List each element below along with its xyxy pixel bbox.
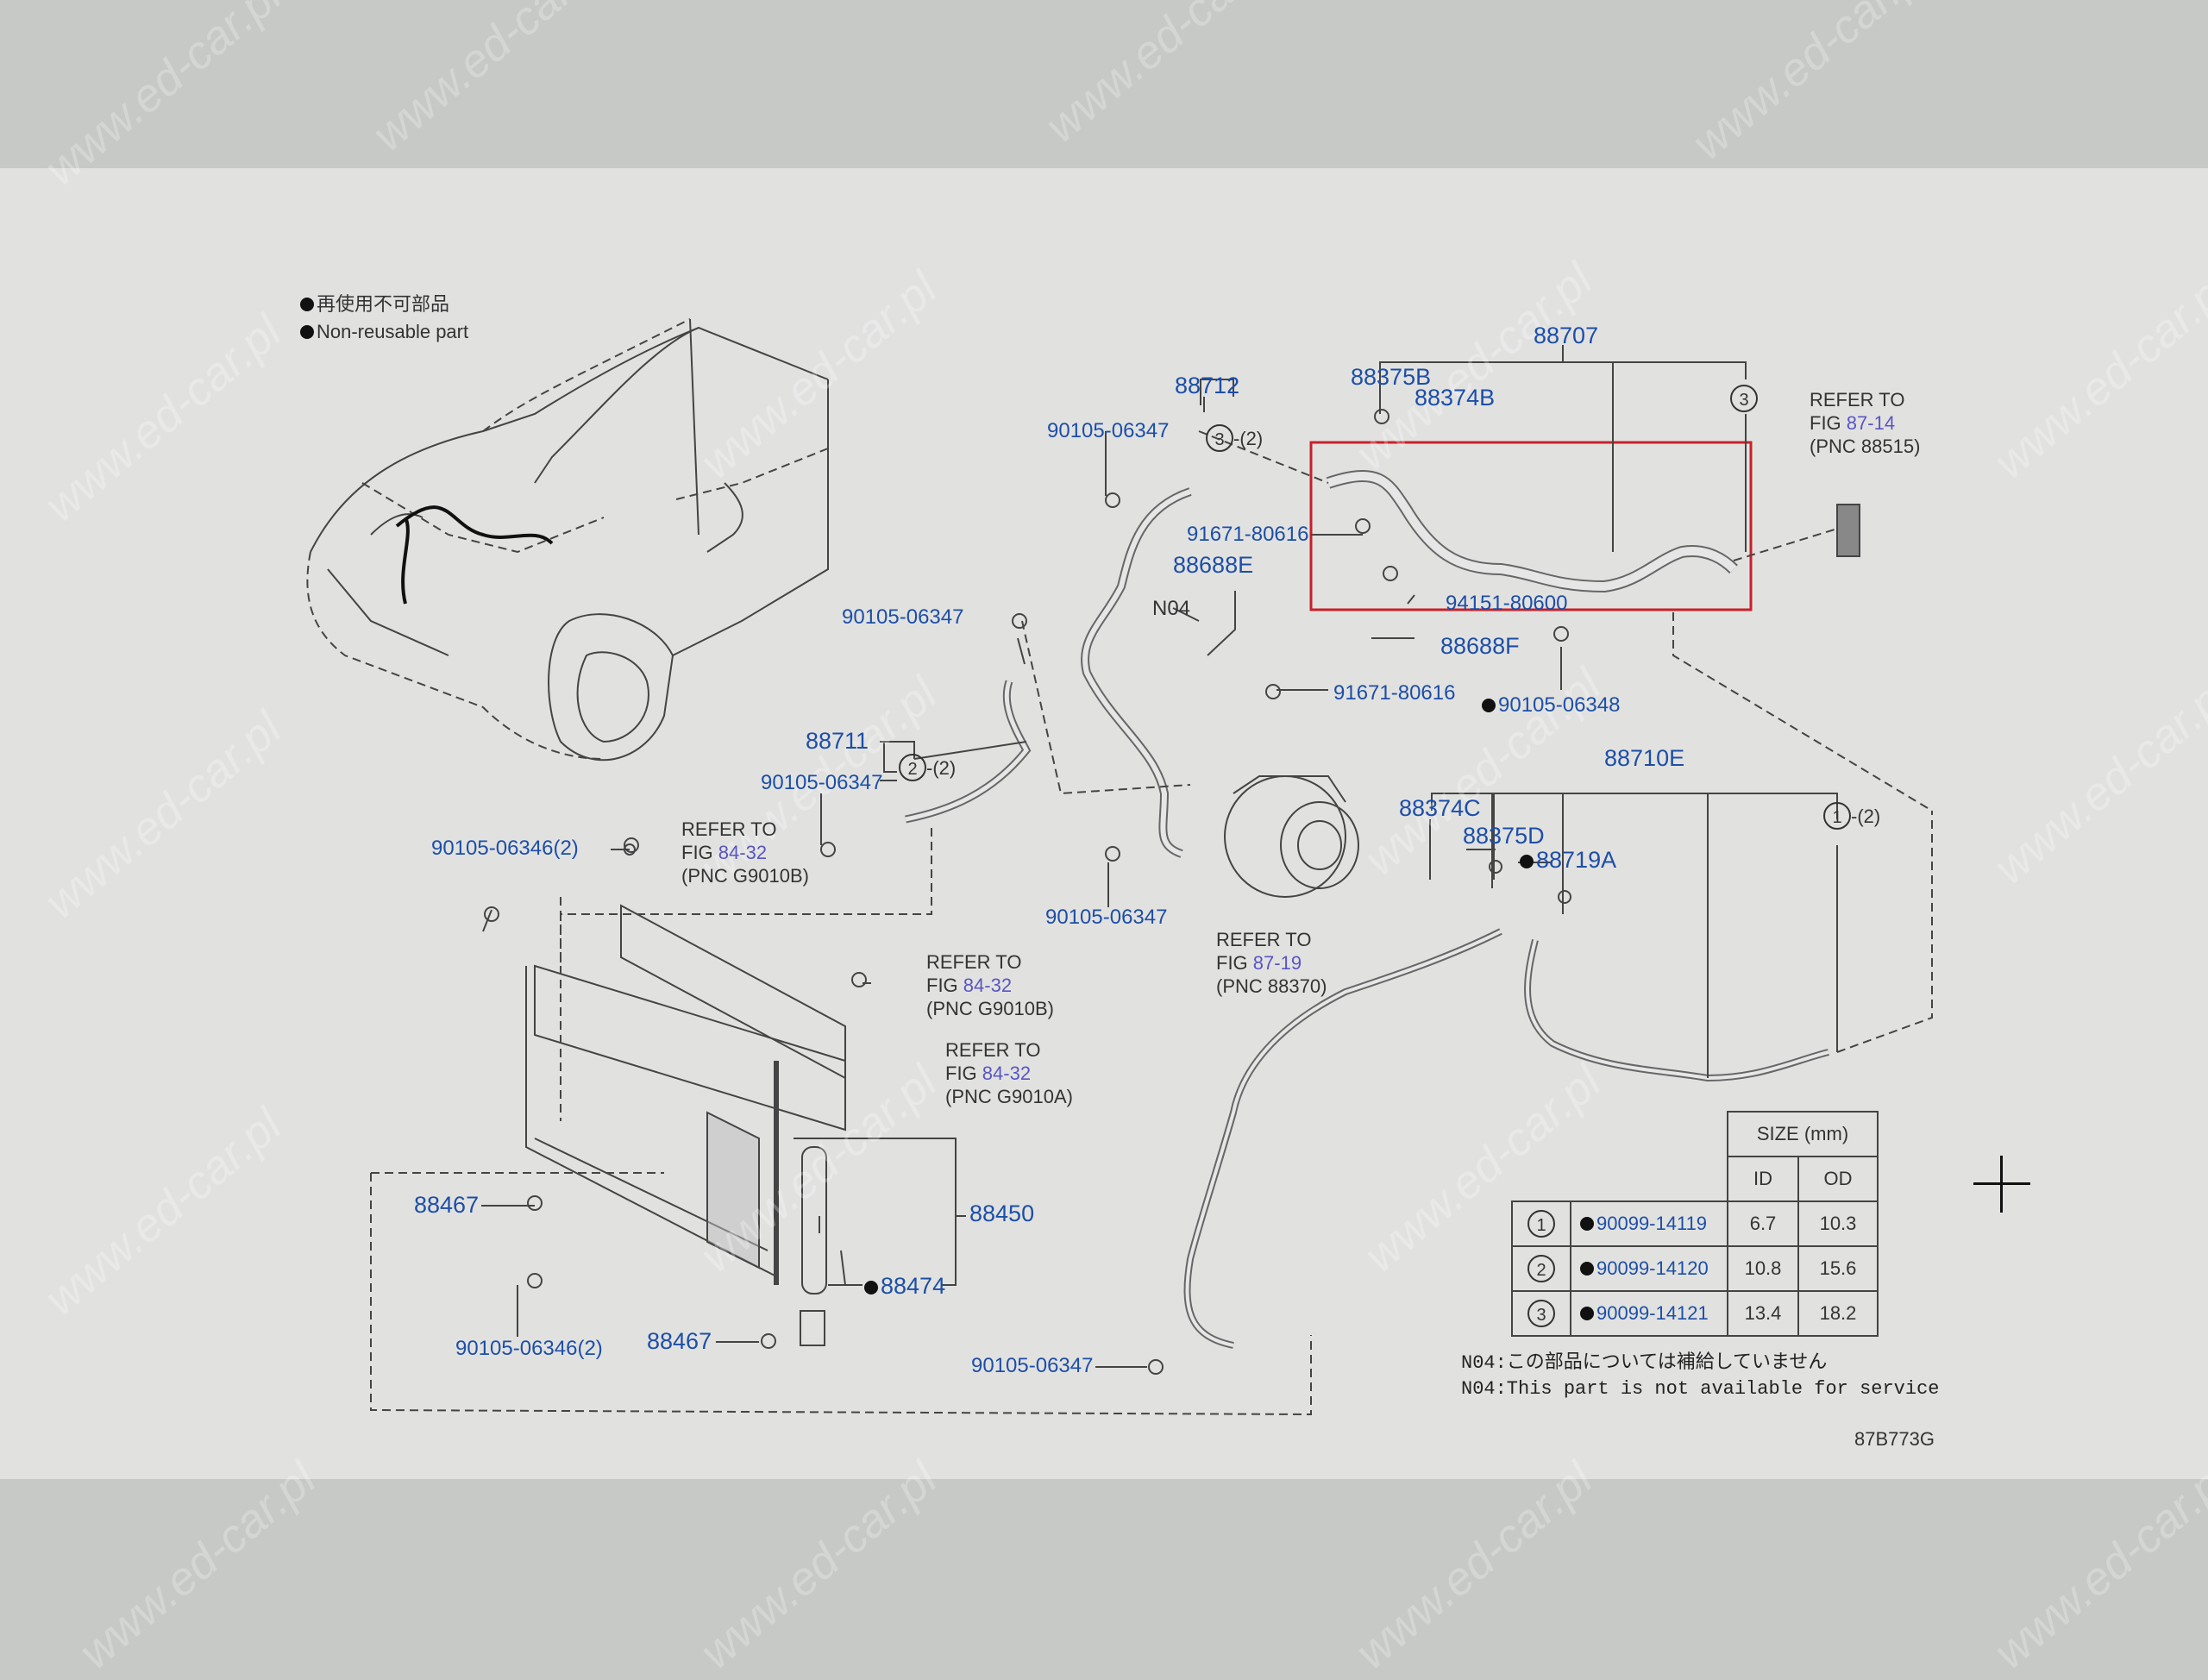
part-88711[interactable]: 88711 <box>806 728 869 754</box>
non-reusable-dot-icon <box>1580 1262 1594 1276</box>
part-91671-80616-b[interactable]: 91671-80616 <box>1333 681 1456 705</box>
part-90105-06347-e[interactable]: 90105-06347 <box>971 1354 1094 1377</box>
refer-to-fig-84-32[interactable]: REFER TO FIG 84-32 (PNC G9010B) <box>681 818 809 887</box>
crosshair-cursor-icon <box>1973 1156 2030 1213</box>
part-88467[interactable]: 88467 <box>414 1192 480 1218</box>
part-88374b[interactable]: 88374B <box>1414 385 1496 411</box>
outer-diameter: 10.3 <box>1797 1200 1879 1247</box>
non-reusable-dot-icon <box>864 1281 878 1294</box>
non-reusable-dot-icon <box>1580 1307 1594 1320</box>
table-row: 1 90099-14119 6.7 10.3 <box>1511 1200 1879 1247</box>
non-reusable-dot-icon <box>1520 855 1534 868</box>
o-ring-ref-2-qty: 2-(2) <box>899 754 956 781</box>
part-88474[interactable]: 88474 <box>864 1275 945 1298</box>
part-90105-06347-b[interactable]: 90105-06347 <box>842 605 964 629</box>
legend-jp: 再使用不可部品 <box>300 295 449 314</box>
o-ring-ref-3: 3 <box>1730 385 1758 412</box>
part-88688f[interactable]: 88688F <box>1440 633 1520 659</box>
ref-circle: 3 <box>1527 1300 1555 1327</box>
non-reusable-dot-icon <box>300 325 314 339</box>
part-90105-06347-c[interactable]: 90105-06347 <box>761 771 883 794</box>
refer-to-fig-84-32-b[interactable]: REFER TO FIG 84-32 (PNC G9010B) <box>926 951 1054 1019</box>
part-88688e[interactable]: 88688E <box>1173 552 1254 578</box>
note-n04-en: N04:This part is not available for servi… <box>1461 1378 1940 1400</box>
table-row: 3 90099-14121 13.4 18.2 <box>1511 1290 1879 1337</box>
o-ring-ref-3-qty: 3-(2) <box>1206 424 1263 452</box>
refer-to-fig-84-32-c[interactable]: REFER TO FIG 84-32 (PNC G9010A) <box>945 1039 1073 1107</box>
o-ring-part-number[interactable]: 90099-14119 <box>1570 1200 1728 1247</box>
refer-to-fig-87-19[interactable]: REFER TO FIG 87-19 (PNC 88370) <box>1216 929 1327 997</box>
part-n04: N04 <box>1152 597 1191 620</box>
part-90105-06346-b[interactable]: 90105-06346(2) <box>455 1337 603 1360</box>
part-90105-06347[interactable]: 90105-06347 <box>1047 419 1170 442</box>
part-88710e[interactable]: 88710E <box>1604 745 1685 771</box>
part-88374c[interactable]: 88374C <box>1399 795 1481 821</box>
part-88712[interactable]: 88712 <box>1175 373 1240 398</box>
o-ring-ref-1-qty: 1-(2) <box>1823 802 1880 830</box>
col-od: OD <box>1797 1156 1879 1202</box>
legend-en: Non-reusable part <box>300 323 468 342</box>
part-88375b[interactable]: 88375B <box>1351 364 1432 390</box>
non-reusable-dot-icon <box>1482 699 1496 712</box>
o-ring-part-number[interactable]: 90099-14121 <box>1570 1290 1728 1337</box>
col-id: ID <box>1727 1156 1799 1202</box>
ref-circle: 1 <box>1527 1210 1555 1238</box>
part-88450[interactable]: 88450 <box>969 1200 1035 1226</box>
part-88375d[interactable]: 88375D <box>1463 823 1545 849</box>
condenser <box>525 904 846 1346</box>
compressor <box>1224 775 1359 898</box>
inner-diameter: 6.7 <box>1727 1200 1799 1247</box>
figure-code: 87B773G <box>1854 1428 1935 1450</box>
part-88467-b[interactable]: 88467 <box>647 1328 712 1354</box>
part-91671-80616[interactable]: 91671-80616 <box>1187 523 1309 546</box>
refer-to-fig-87-14[interactable]: REFER TO FIG 87-14 (PNC 88515) <box>1810 389 1921 457</box>
inner-diameter: 13.4 <box>1727 1290 1799 1337</box>
part-90105-06346[interactable]: 90105-06346(2) <box>431 837 579 860</box>
inner-diameter: 10.8 <box>1727 1245 1799 1292</box>
note-n04-jp: N04:この部品については補給していません <box>1461 1352 1828 1374</box>
ref-circle: 2 <box>1527 1255 1555 1282</box>
part-88707[interactable]: 88707 <box>1534 323 1599 348</box>
highlight-box <box>1309 441 1753 611</box>
outer-diameter: 15.6 <box>1797 1245 1879 1292</box>
table-row: 2 90099-14120 10.8 15.6 <box>1511 1245 1879 1292</box>
o-ring-size-table: SIZE (mm) ID OD 1 90099-14119 6.7 10.3 2… <box>1511 1111 1879 1337</box>
size-header: SIZE (mm) <box>1727 1111 1879 1157</box>
part-88719a[interactable]: 88719A <box>1520 849 1616 872</box>
non-reusable-dot-icon <box>300 298 314 311</box>
car-outline <box>306 318 829 762</box>
outer-diameter: 18.2 <box>1797 1290 1879 1337</box>
part-90105-06347-d[interactable]: 90105-06347 <box>1045 906 1168 929</box>
o-ring-part-number[interactable]: 90099-14120 <box>1570 1245 1728 1292</box>
part-90105-06348[interactable]: 90105-06348 <box>1482 695 1620 716</box>
part-94151-80600[interactable]: 94151-80600 <box>1446 592 1568 615</box>
non-reusable-dot-icon <box>1580 1217 1594 1231</box>
